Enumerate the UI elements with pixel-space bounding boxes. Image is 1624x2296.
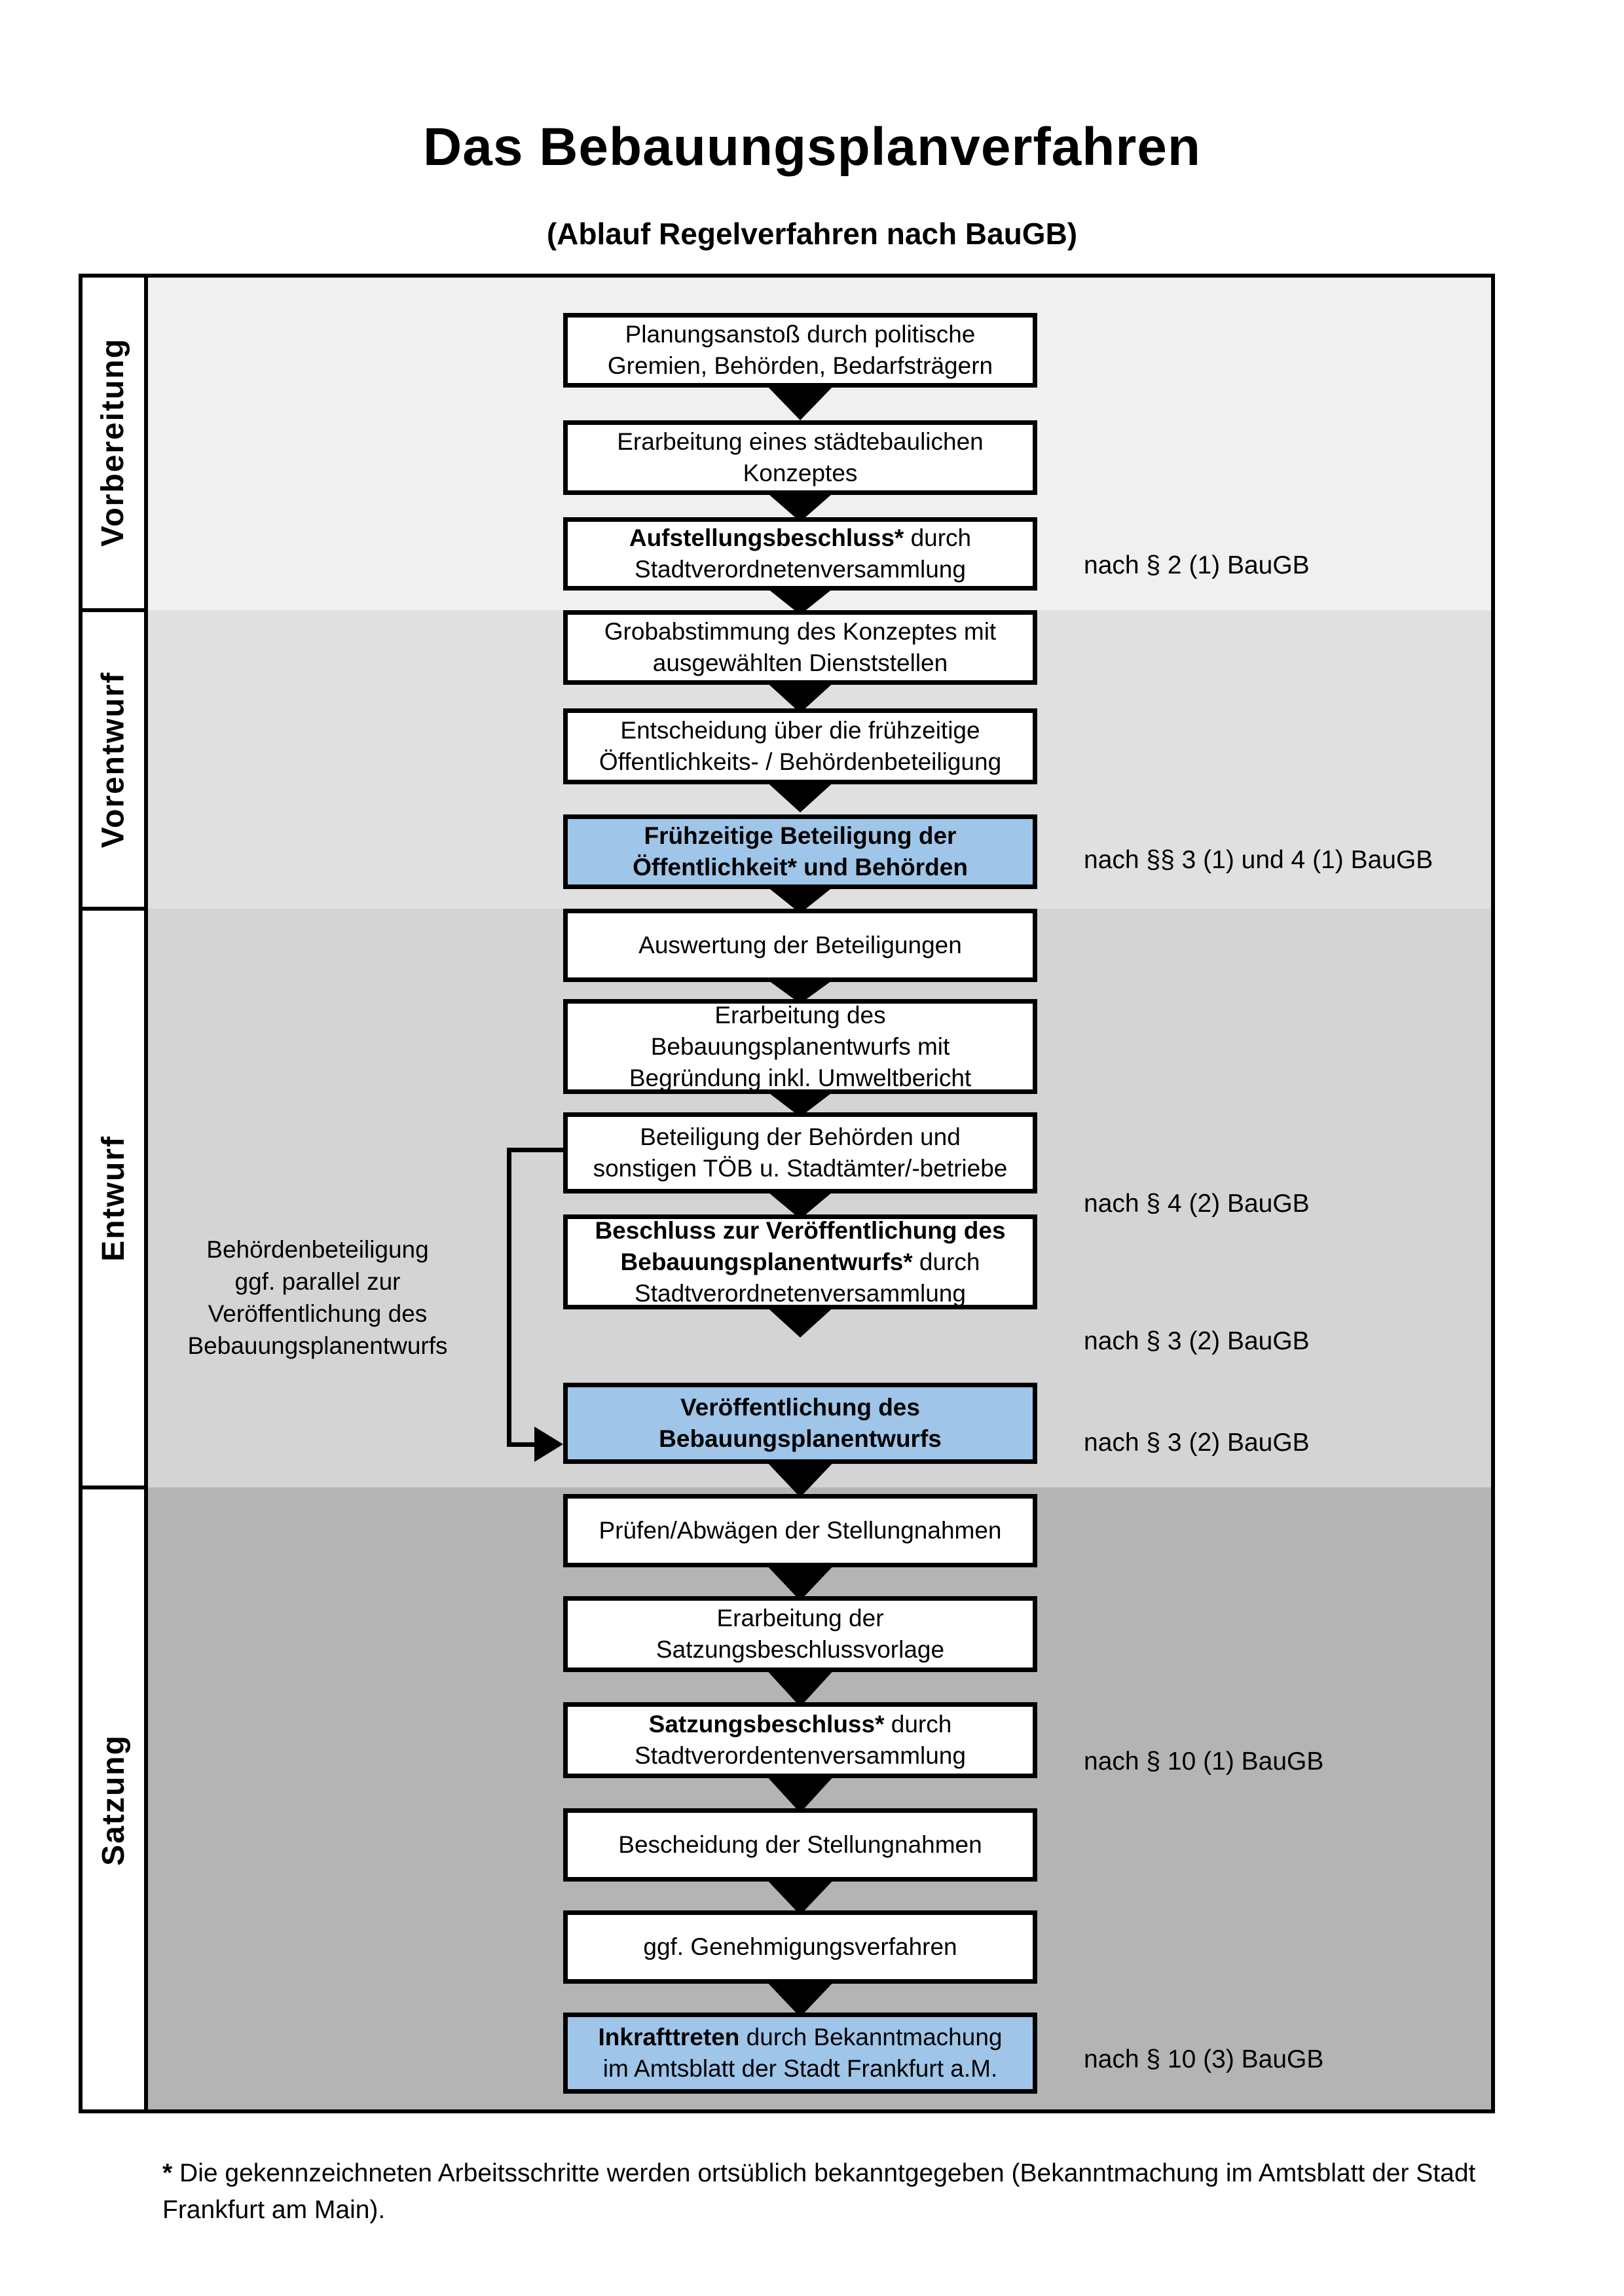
phase-divider (83, 907, 148, 911)
flow-arrow-down-icon (764, 780, 836, 812)
legal-ref-5: nach § 3 (2) BauGB (1084, 1429, 1310, 1457)
phase-divider (83, 608, 148, 612)
step-veroeffentlichung: Veröffentlichung des Bebauungsplanentwur… (563, 1383, 1037, 1464)
step-erarbeitung-entwurf: Erarbeitung des Bebauungsplanentwurfs mi… (563, 999, 1037, 1094)
connector-arrow-right-icon (534, 1427, 563, 1462)
step-beteiligung-behoerden: Beteiligung der Behörden und sonstigen T… (563, 1112, 1037, 1194)
flow-arrow-down-icon (764, 1305, 836, 1338)
footnote: * Die gekennzeichneten Arbeitsschritte w… (162, 2159, 1476, 2224)
step-aufstellungsbeschluss: Aufstellungsbeschluss* durch Stadtverord… (563, 517, 1037, 591)
step-fruehzeitige-beteiligung: Frühzeitige Beteiligung der Öffentlichke… (563, 814, 1037, 889)
flow-arrow-down-icon (764, 1877, 836, 1915)
flow-arrow-down-icon (764, 383, 836, 420)
step-planungsanstoss: Planungsanstoß durch politische Gremien,… (563, 313, 1037, 388)
flow-arrow-down-icon (764, 1563, 836, 1601)
legal-ref-3: nach § 4 (2) BauGB (1084, 1190, 1310, 1218)
legal-ref-2: nach §§ 3 (1) und 4 (1) BauGB (1084, 846, 1433, 874)
connector-bottom-line (507, 1442, 538, 1447)
phase-divider (83, 1485, 148, 1489)
flow-arrow-down-icon (764, 490, 836, 522)
legal-ref-4: nach § 3 (2) BauGB (1084, 1327, 1310, 1355)
flow-arrow-down-icon (764, 586, 836, 615)
flow-arrow-down-icon (764, 1667, 836, 1707)
step-satzungsbeschluss: Satzungsbeschluss* durch Stadtverordente… (563, 1702, 1037, 1778)
step-satzungsvorlage: Erarbeitung der Satzungsbeschlussvorlage (563, 1596, 1037, 1672)
flow-arrow-down-icon (764, 1459, 836, 1497)
legal-ref-7: nach § 10 (3) BauGB (1084, 2045, 1324, 2073)
step-auswertung: Auswertung der Beteiligungen (563, 909, 1037, 982)
step-konzept: Erarbeitung eines städtebaulichen Konzep… (563, 420, 1037, 495)
diagram-frame (79, 274, 1495, 2113)
step-beschluss-veroeffentlichung: Beschluss zur Veröffentlichung des Bebau… (563, 1214, 1037, 1309)
step-inkrafttreten: Inkrafttreten durch Bekanntmachung im Am… (563, 2013, 1037, 2094)
step-pruefen: Prüfen/Abwägen der Stellungnahmen (563, 1494, 1037, 1567)
step-genehmigung: ggf. Genehmigungsverfahren (563, 1910, 1037, 1984)
flow-arrow-down-icon (764, 680, 836, 713)
flow-arrow-down-icon (764, 884, 836, 913)
legal-ref-1: nach § 2 (1) BauGB (1084, 551, 1310, 579)
footnote-asterisk: * (162, 2159, 173, 2187)
phase-label-column (83, 278, 148, 2109)
legal-ref-6: nach § 10 (1) BauGB (1084, 1747, 1324, 1776)
page-subtitle: (Ablauf Regelverfahren nach BauGB) (546, 217, 1078, 251)
connector-stub-line (509, 1148, 565, 1152)
side-note-behoerdenbeteiligung: Behördenbeteiligung ggf. parallel zur Ve… (187, 1236, 448, 1359)
step-entscheidung: Entscheidung über die frühzeitige Öffent… (563, 708, 1037, 784)
step-grobabstimmung: Grobabstimmung des Konzeptes mit ausgewä… (563, 610, 1037, 685)
flow-arrow-down-icon (764, 1189, 836, 1219)
flow-arrow-down-icon (764, 1774, 836, 1813)
step-bescheidung: Bescheidung der Stellungnahmen (563, 1808, 1037, 1882)
flow-arrow-down-icon (764, 1979, 836, 2017)
page-title: Das Bebauungsplanverfahren (423, 117, 1201, 177)
connector-vertical-line (507, 1148, 511, 1447)
